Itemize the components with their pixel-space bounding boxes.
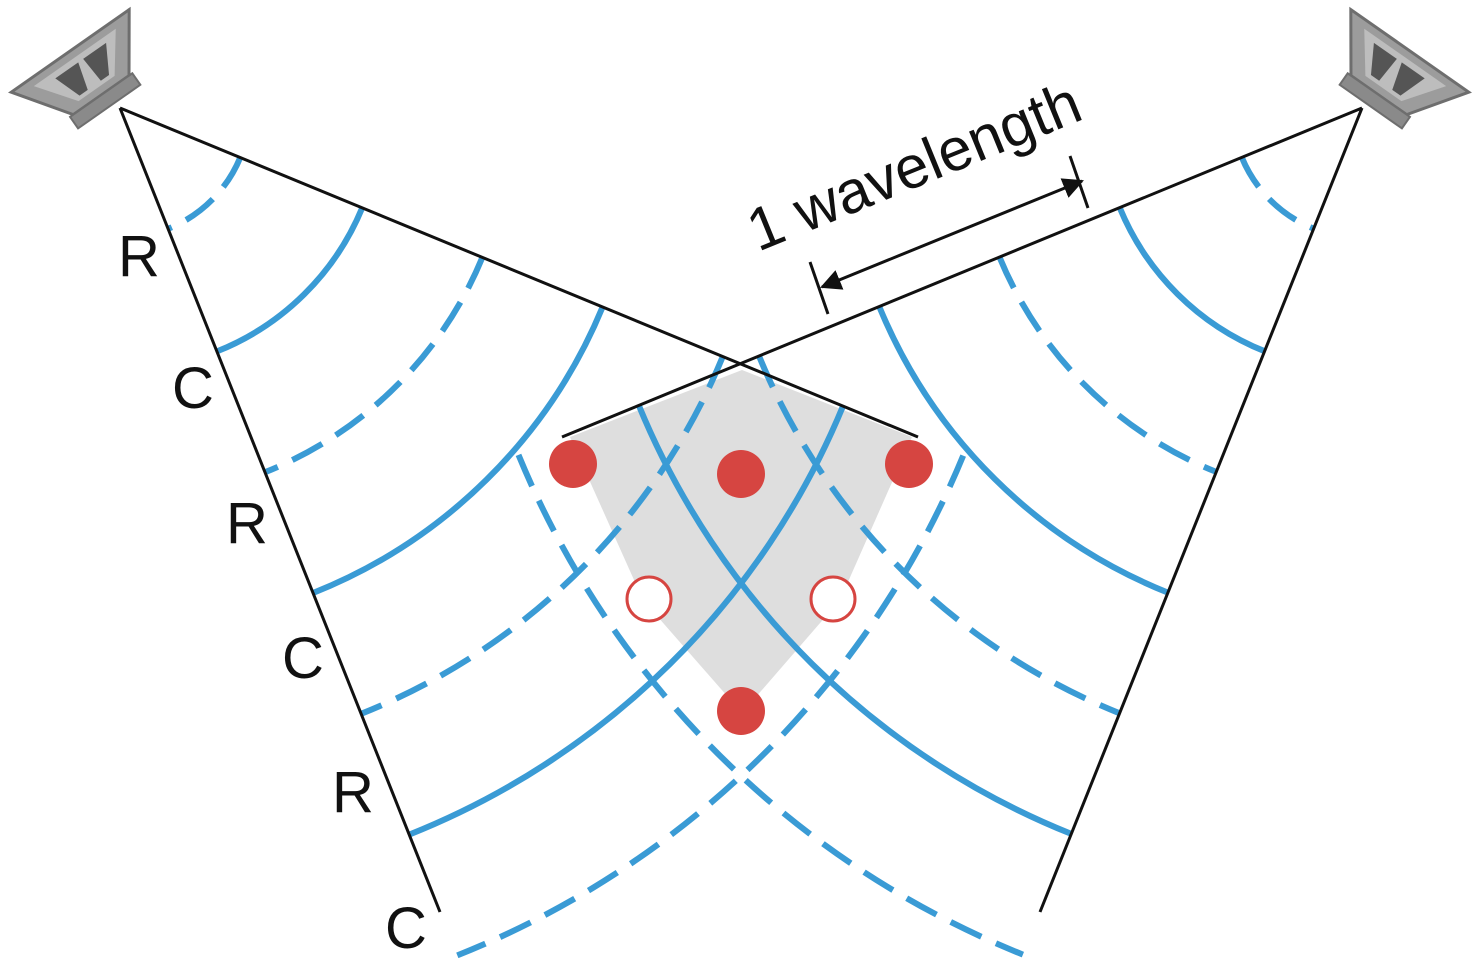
rarefaction-wavefront <box>1239 156 1315 232</box>
compression-wavefront <box>876 305 1170 596</box>
edge-label-4: C <box>282 626 324 691</box>
overlap-region <box>570 370 912 713</box>
destructive-point <box>809 575 857 623</box>
constructive-point <box>717 450 765 498</box>
edge-label-1: R <box>118 224 160 289</box>
speaker-icon <box>1338 6 1473 130</box>
edge-label-2: C <box>172 356 214 421</box>
edge-label-3: R <box>226 491 268 556</box>
wavelength-label: 1 wavelength <box>738 68 1091 264</box>
compression-wavefront <box>215 206 365 355</box>
wavelength-tick-left <box>808 261 830 315</box>
compression-wavefront <box>408 404 846 838</box>
left-beam-inner-edge <box>119 106 919 439</box>
edge-label-6: C <box>385 896 427 961</box>
rarefaction-wavefront <box>515 453 1025 958</box>
rarefaction-wavefront <box>263 256 486 475</box>
interference-points <box>549 440 933 735</box>
wavefronts <box>166 156 1315 959</box>
constructive-point <box>717 687 765 735</box>
wavelength-indicator: 1 wavelength <box>738 68 1091 315</box>
edge-label-5: R <box>332 760 374 825</box>
compression-wavefront <box>636 404 1073 837</box>
destructive-point <box>625 575 673 623</box>
constructive-point <box>885 440 933 488</box>
rarefaction-wavefront <box>456 454 966 959</box>
compression-wavefront <box>311 305 606 596</box>
rarefaction-wavefront <box>996 255 1218 475</box>
rarefaction-wavefront <box>166 156 243 232</box>
constructive-point <box>549 440 597 488</box>
compression-wavefront <box>1116 206 1266 354</box>
speaker-icon <box>7 6 142 130</box>
right-beam-outer-edge <box>1038 107 1364 913</box>
left-beam-outer-edge <box>118 107 442 913</box>
wavelength-arrow <box>820 178 1084 290</box>
